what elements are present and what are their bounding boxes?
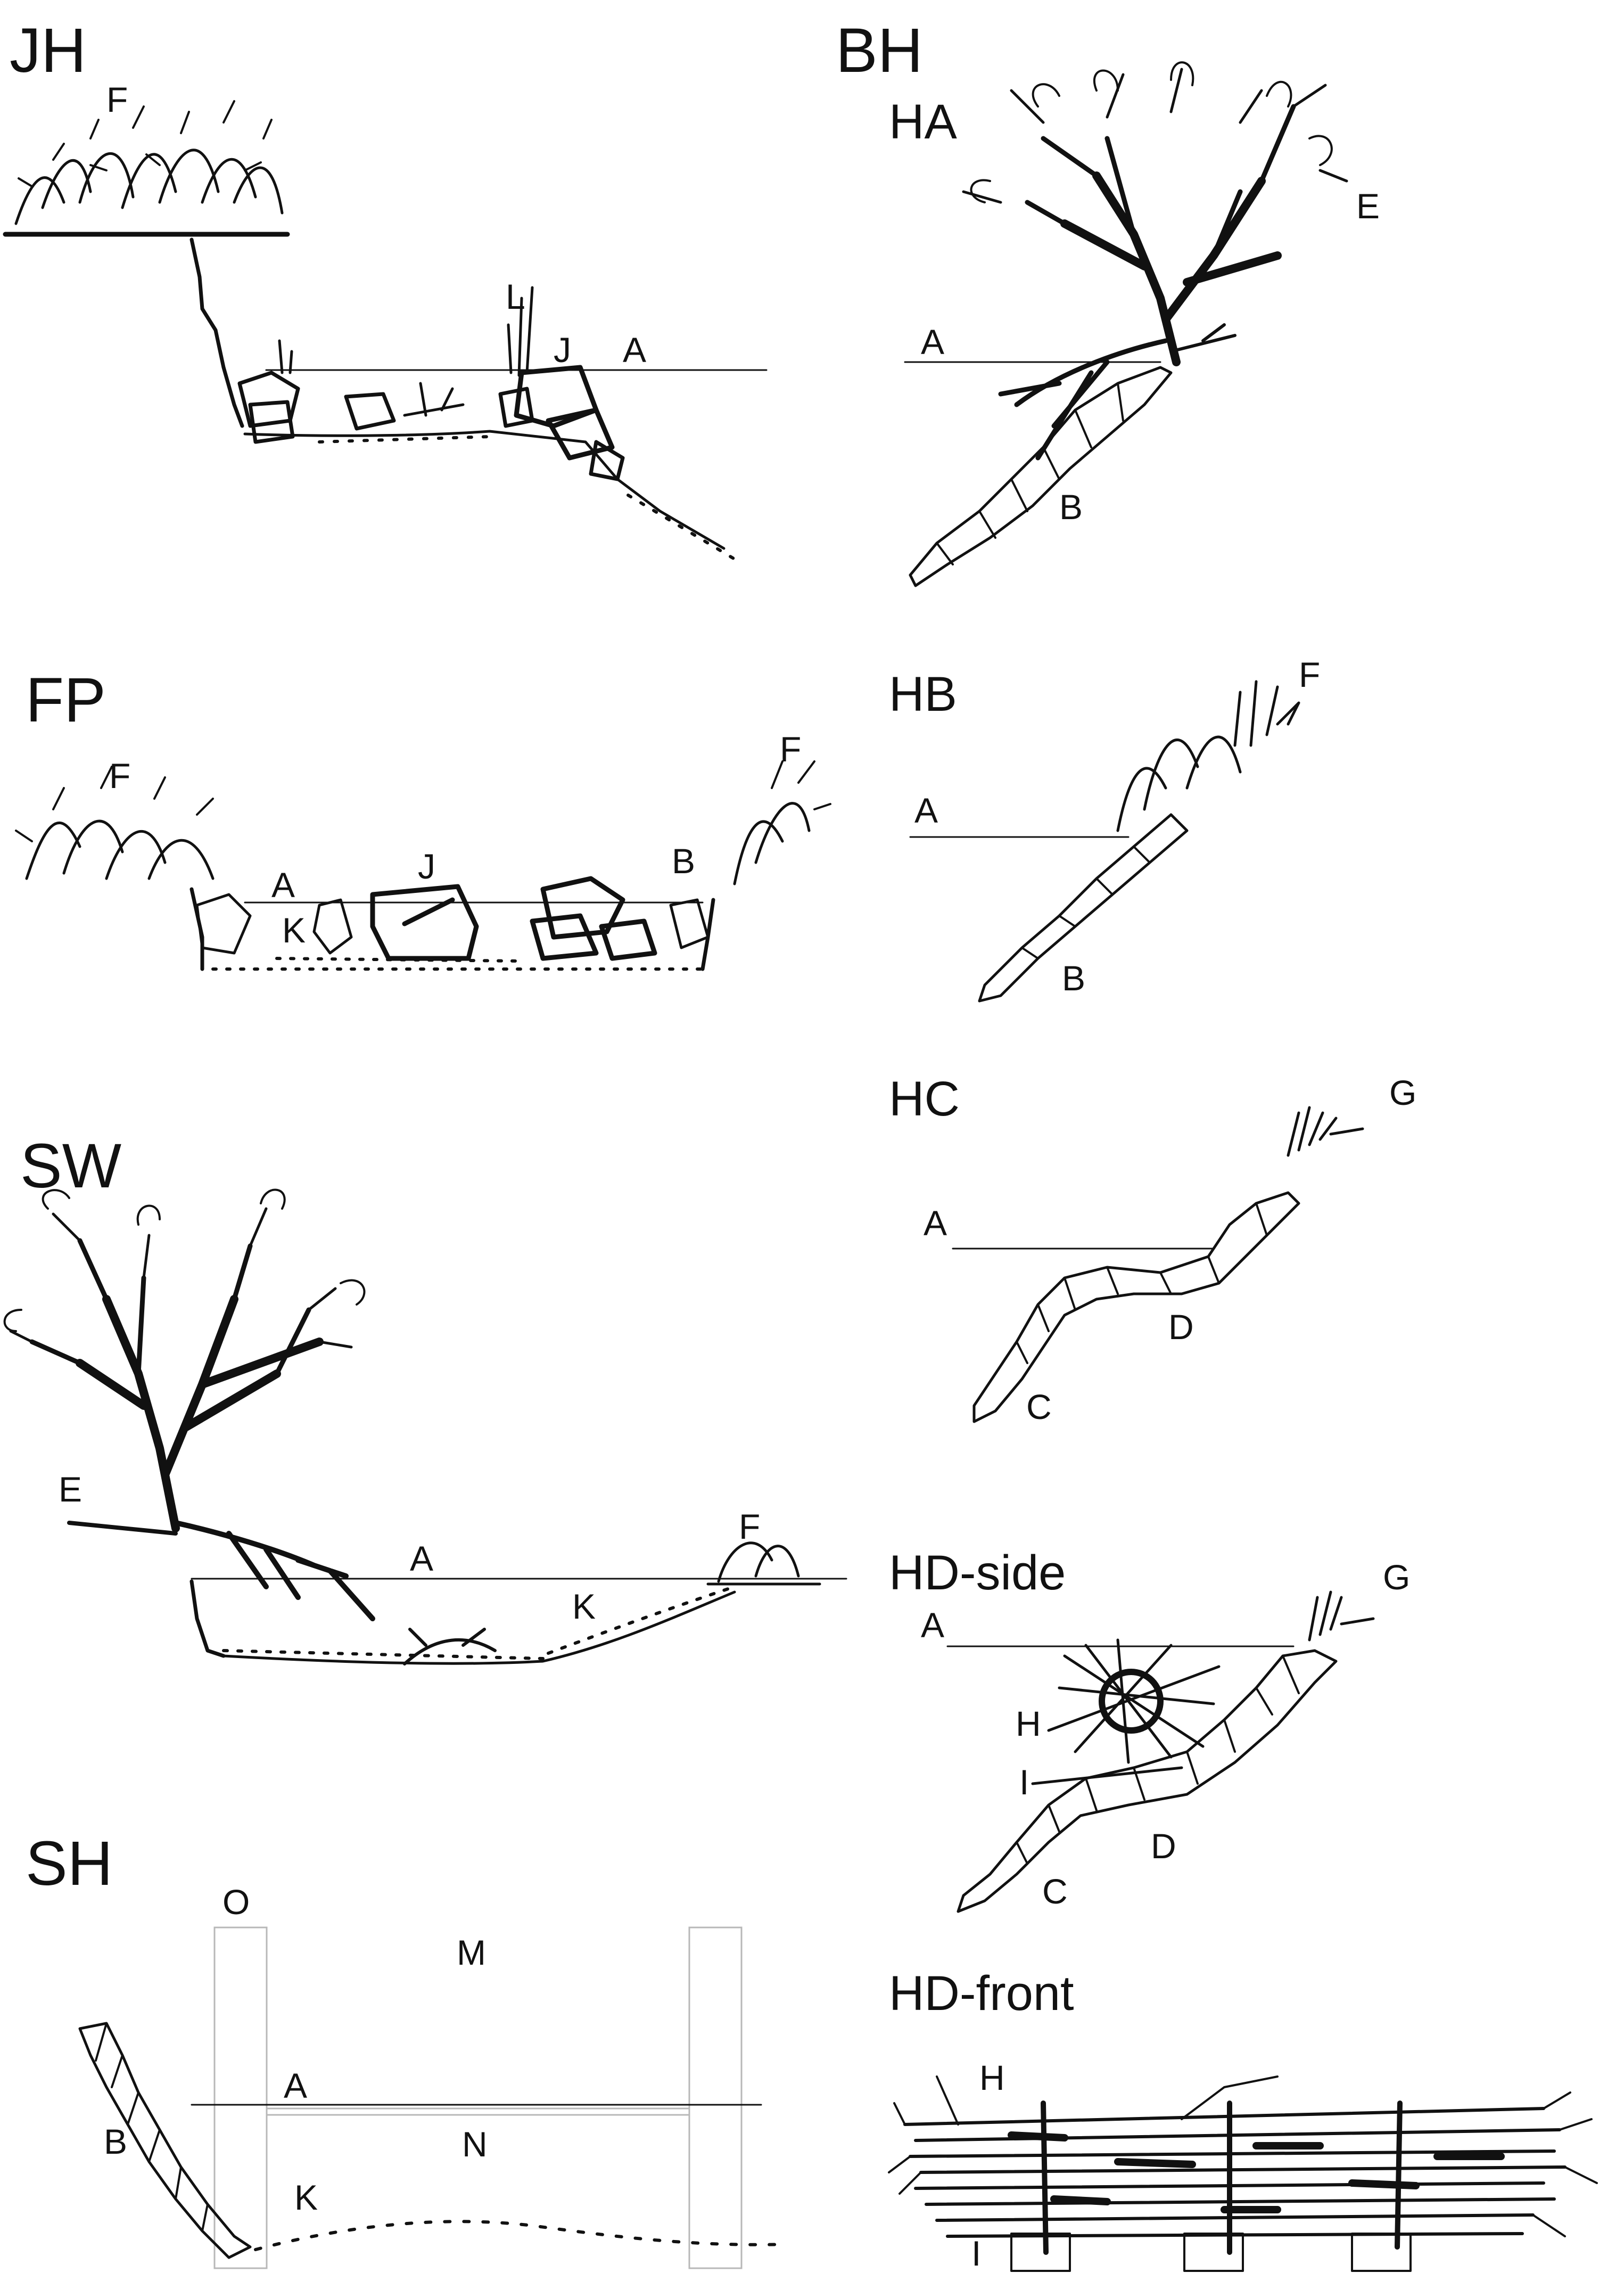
label-k: K bbox=[282, 910, 306, 950]
left-bank-vegetation bbox=[15, 766, 215, 880]
panel-title-fp: FP bbox=[26, 665, 106, 735]
label-b: B bbox=[1059, 487, 1083, 527]
brush-bundle bbox=[1047, 1638, 1221, 1764]
label-f-left: F bbox=[109, 756, 130, 795]
label-g: G bbox=[1383, 1557, 1410, 1597]
label-a: A bbox=[921, 1605, 944, 1645]
label-d: D bbox=[1151, 1826, 1176, 1866]
panel-hd-side: HD-side G A H I D C bbox=[889, 1546, 1410, 1913]
label-g: G bbox=[1389, 1073, 1416, 1112]
label-f: F bbox=[739, 1507, 760, 1546]
overhang-panel bbox=[266, 2107, 690, 2116]
emergent-reeds bbox=[278, 286, 534, 377]
panel-title-hb: HB bbox=[889, 667, 957, 721]
frame-post-left bbox=[213, 1926, 268, 2269]
label-b: B bbox=[672, 841, 695, 881]
label-l: L bbox=[506, 277, 525, 316]
label-a: A bbox=[914, 791, 938, 830]
panel-sw: SW E A F K bbox=[3, 1131, 847, 1665]
label-h: H bbox=[979, 2058, 1005, 2097]
gravel-bed bbox=[318, 435, 736, 561]
panel-sh: SH O M A B N K bbox=[26, 1828, 789, 2269]
label-k: K bbox=[572, 1587, 596, 1626]
label-h: H bbox=[1016, 1704, 1041, 1743]
stake-blocks bbox=[1010, 2233, 1412, 2272]
tree bbox=[3, 1188, 375, 1621]
boulder-cluster bbox=[237, 365, 625, 481]
woody-debris bbox=[403, 1628, 497, 1665]
rip-rap-stones bbox=[195, 893, 710, 955]
rip-rap bbox=[978, 813, 1189, 1003]
left-bank bbox=[189, 1579, 226, 1658]
label-f: F bbox=[106, 80, 128, 119]
label-e: E bbox=[1356, 186, 1380, 226]
label-a: A bbox=[924, 1203, 947, 1243]
right-bank-vegetation bbox=[733, 760, 831, 885]
panel-title-bh: BH bbox=[836, 15, 923, 86]
panel-hb: HB F A B bbox=[889, 655, 1320, 1003]
panel-hd-front: HD-front H I bbox=[888, 1966, 1598, 2273]
panel-title-sw: SW bbox=[20, 1131, 121, 1201]
grass-tuft bbox=[1287, 1106, 1364, 1157]
tree bbox=[962, 61, 1348, 461]
steep-bank bbox=[189, 237, 244, 428]
label-a: A bbox=[271, 865, 295, 905]
label-j: J bbox=[418, 847, 435, 886]
rip-rap bbox=[957, 1649, 1338, 1913]
panel-title-hc: HC bbox=[889, 1072, 960, 1126]
label-i: I bbox=[1019, 1762, 1029, 1802]
brush-stake bbox=[1031, 1766, 1183, 1785]
panel-title-hd-side: HD-side bbox=[889, 1546, 1066, 1600]
label-n: N bbox=[462, 2124, 488, 2164]
gravel-bed bbox=[222, 1585, 736, 1660]
label-a: A bbox=[284, 2066, 307, 2105]
label-a: A bbox=[410, 1539, 433, 1578]
bank-vegetation bbox=[3, 100, 290, 237]
label-i: I bbox=[971, 2234, 981, 2273]
bank-vegetation bbox=[1116, 680, 1300, 832]
panel-title-sh: SH bbox=[26, 1828, 113, 1899]
woody-debris bbox=[403, 382, 465, 417]
label-o: O bbox=[222, 1882, 250, 1922]
rip-rap bbox=[909, 366, 1173, 587]
panel-fp: FP F F A J B K bbox=[15, 665, 831, 971]
gravel-bed bbox=[254, 2220, 789, 2251]
panel-hc: HC G A D C bbox=[889, 1072, 1416, 1426]
rip-rap bbox=[78, 2022, 252, 2259]
riverbed bbox=[243, 430, 726, 550]
frame-post-right bbox=[688, 1926, 743, 2269]
label-d: D bbox=[1168, 1307, 1194, 1347]
panel-title-ha: HA bbox=[889, 95, 957, 149]
label-k: K bbox=[294, 2178, 318, 2217]
label-f: F bbox=[1299, 655, 1320, 694]
brush-bundle-front bbox=[888, 2075, 1598, 2255]
label-e: E bbox=[59, 1470, 82, 1509]
label-a: A bbox=[921, 322, 944, 362]
riverbed bbox=[222, 1590, 736, 1665]
panel-title-hd-front: HD-front bbox=[889, 1966, 1074, 2021]
label-b: B bbox=[1062, 958, 1085, 998]
label-c: C bbox=[1026, 1387, 1052, 1426]
grass-tuft bbox=[1308, 1590, 1375, 1642]
gravel-bed bbox=[211, 957, 704, 971]
boulders bbox=[370, 876, 657, 961]
bank-vegetation-right bbox=[706, 1541, 821, 1586]
panel-jh: JH F L J A bbox=[3, 15, 768, 561]
toe-stones bbox=[972, 1191, 1300, 1423]
panel-ha: BH HA E A B bbox=[836, 15, 1380, 587]
label-b: B bbox=[104, 2122, 127, 2161]
label-f-right: F bbox=[780, 729, 801, 769]
label-j: J bbox=[554, 330, 571, 370]
label-a: A bbox=[623, 330, 646, 370]
panel-title-jh: JH bbox=[10, 15, 86, 86]
label-m: M bbox=[457, 1933, 486, 1972]
label-c: C bbox=[1042, 1872, 1068, 1911]
